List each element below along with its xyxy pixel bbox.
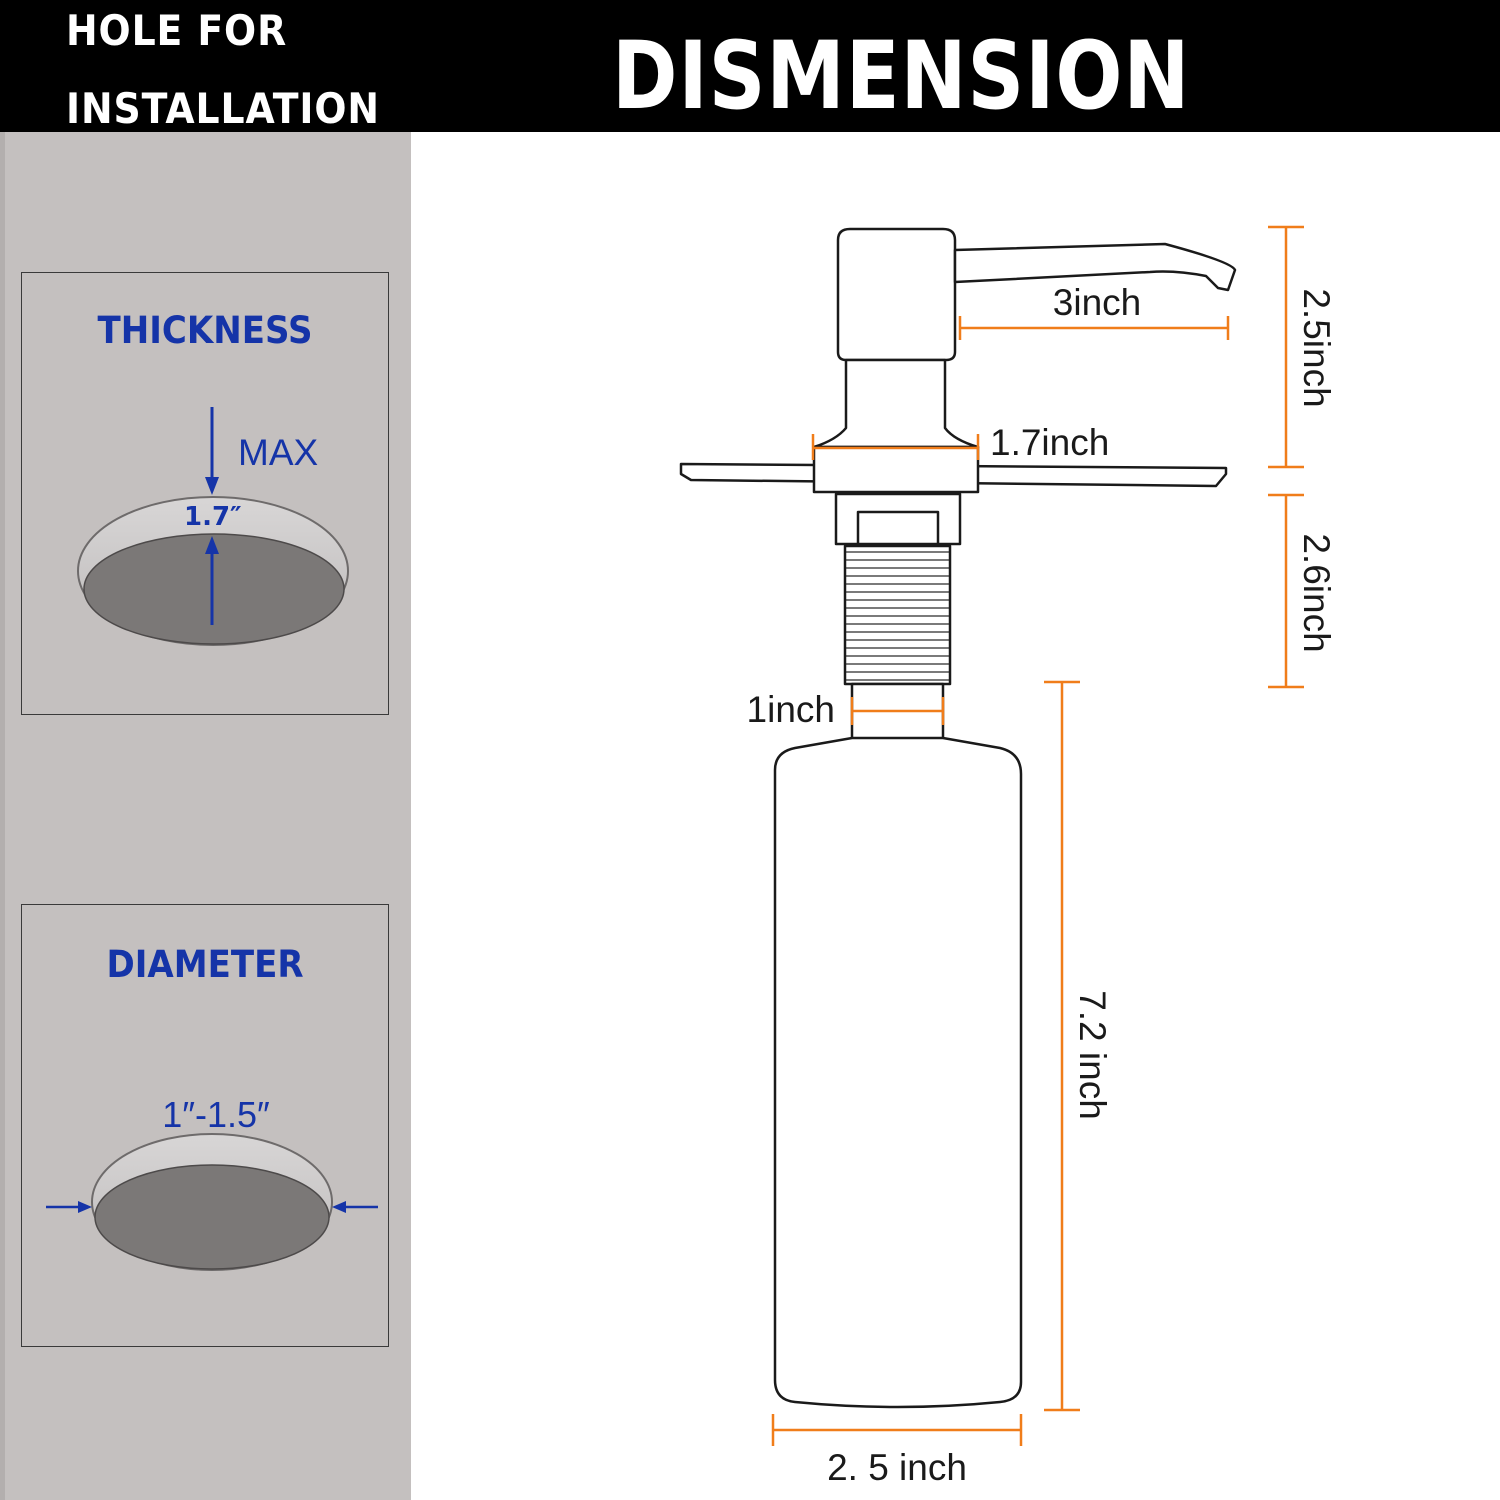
diameter-card: DIAMETER 1″-1.5″ (21, 904, 389, 1347)
hole-opening (83, 533, 345, 645)
flange-width-label: 1.7inch (990, 422, 1109, 463)
shank-height-label: 2.6inch (1296, 533, 1337, 652)
hole-title-line2: INSTALLATION (66, 84, 380, 133)
max-label: MAX (238, 432, 318, 473)
pump-head (836, 227, 957, 362)
bottle-height-label: 7.2 inch (1072, 990, 1113, 1120)
thickness-card: THICKNESS MAX 1.7″ (21, 272, 389, 715)
neck-diameter-label: 1inch (747, 689, 835, 730)
thickness-hole-illustration: MAX 1.7″ (77, 407, 349, 646)
hole-opening (94, 1164, 330, 1270)
thickness-value: 1.7″ (184, 502, 242, 532)
threaded-shank (843, 544, 952, 686)
thread-lines (846, 551, 949, 681)
spout-length-label: 3inch (1053, 282, 1141, 323)
spout (953, 242, 1237, 292)
hole-title-line1: HOLE FOR (66, 6, 288, 55)
dispenser-dimension-drawing: 3inch 1.7inch 1inch 2. 5 inch 2.5inch 2.… (679, 225, 1337, 1488)
diameter-title: DIAMETER (106, 943, 304, 986)
bottle-width-label: 2. 5 inch (827, 1447, 967, 1488)
thickness-title: THICKNESS (97, 309, 313, 352)
diameter-value: 1″-1.5″ (162, 1094, 270, 1135)
soap-bottle (773, 736, 1023, 1409)
top-height-label: 2.5inch (1296, 288, 1337, 407)
flange-collar (812, 445, 980, 494)
main-title: DISMENSION (612, 22, 1191, 131)
pump-neck (812, 358, 980, 449)
dimension-lines (771, 225, 1304, 1446)
diameter-hole-illustration: 1″-1.5″ (46, 1094, 378, 1271)
header-bar: HOLE FOR INSTALLATION DISMENSION (0, 0, 1500, 133)
